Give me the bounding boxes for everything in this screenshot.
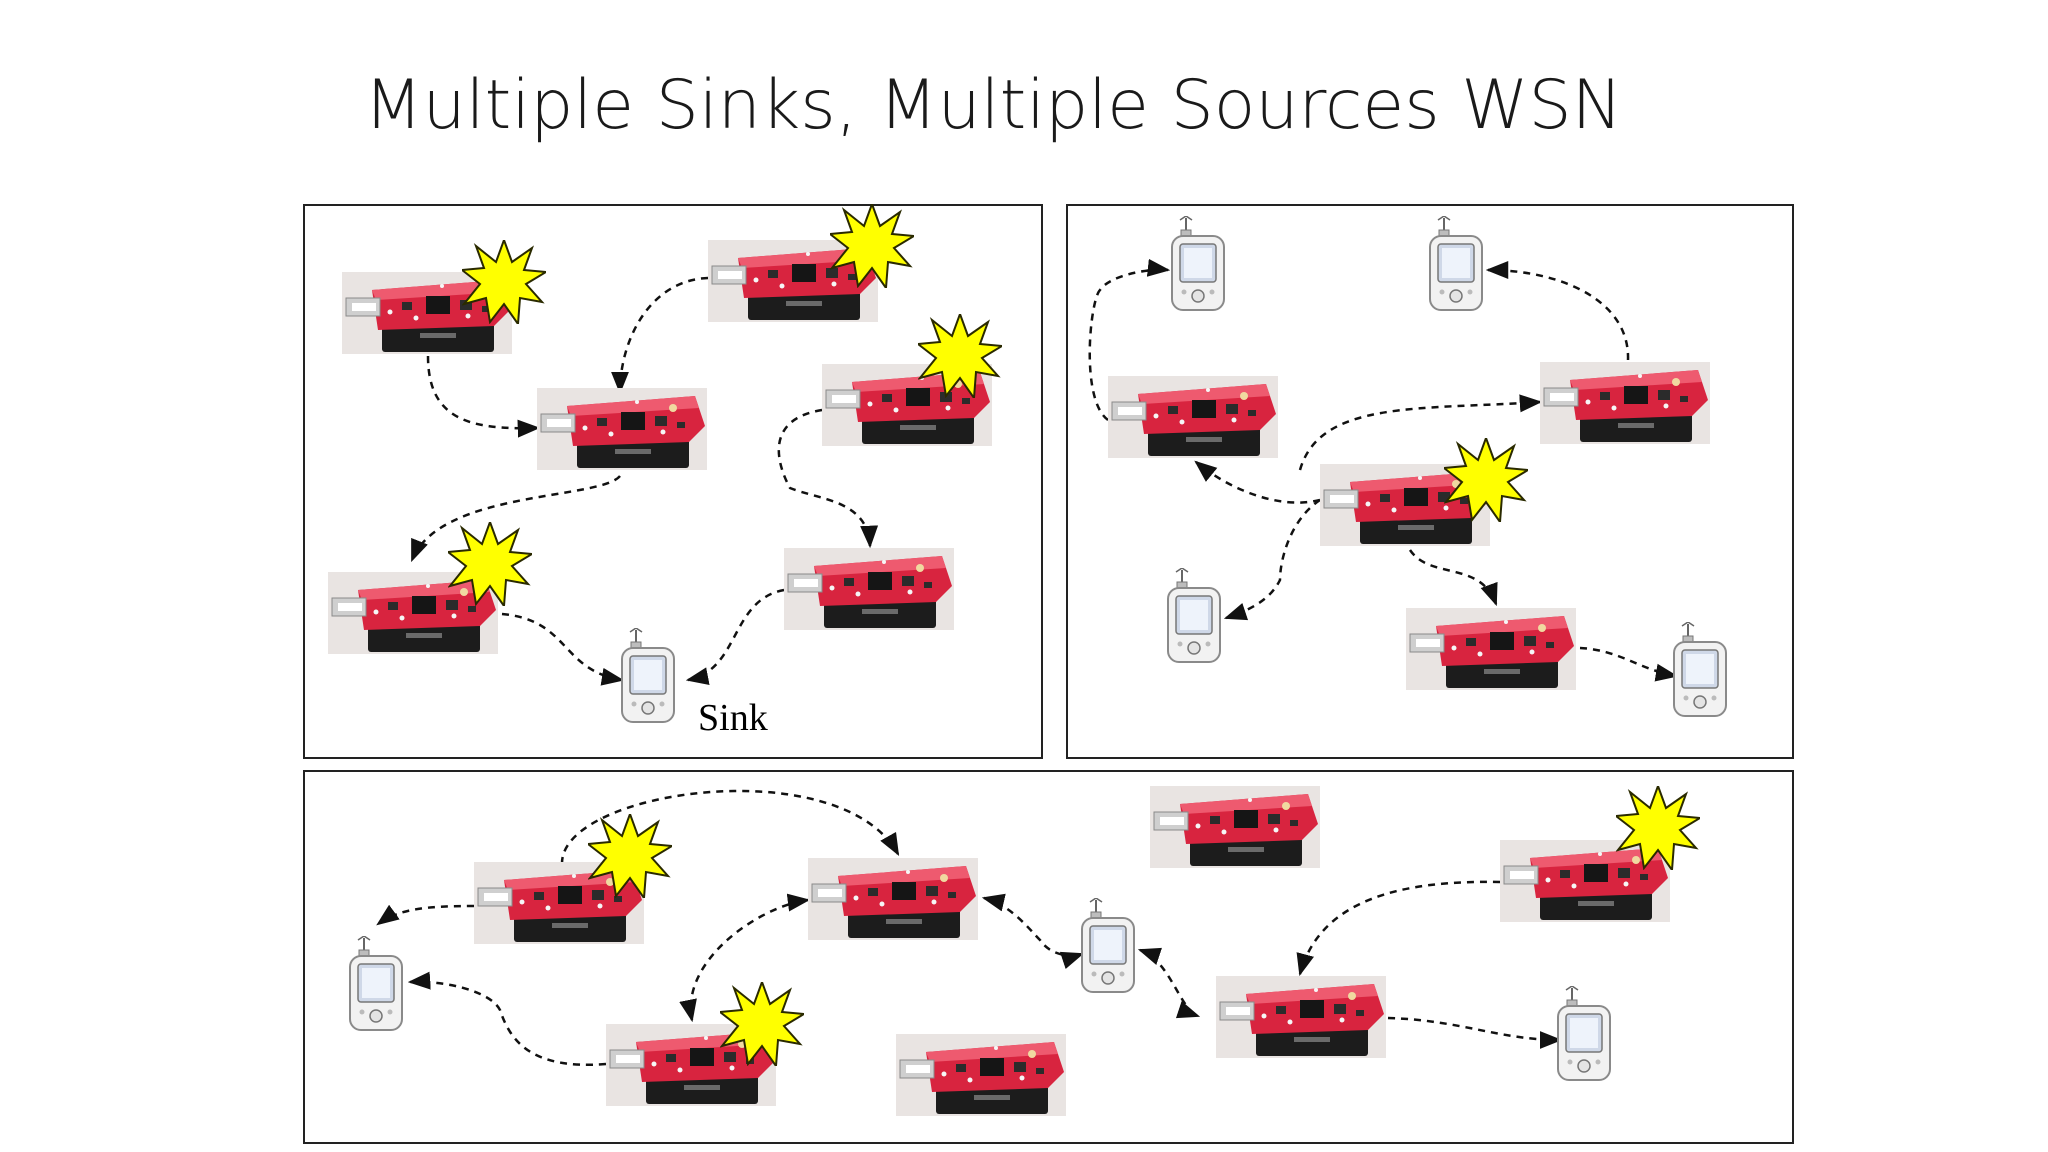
arrow xyxy=(679,893,811,1023)
pda-sink-icon xyxy=(1081,898,1135,993)
sensor-board-icon xyxy=(1406,608,1576,690)
pda-sink-icon xyxy=(1673,622,1727,717)
arrow xyxy=(376,904,475,926)
arrow xyxy=(1088,258,1171,422)
sensor-board-icon xyxy=(896,1034,1066,1116)
arrow xyxy=(1298,394,1543,471)
sensor-board-icon xyxy=(1540,362,1710,444)
arrow xyxy=(501,612,625,686)
pda-sink-icon xyxy=(1171,216,1225,311)
pda-sink-icon xyxy=(621,628,675,723)
arrow xyxy=(611,276,709,395)
arrow xyxy=(1579,646,1679,682)
arrow xyxy=(1296,880,1501,977)
sensor-board-icon xyxy=(784,548,954,630)
panel-top-right xyxy=(1066,204,1794,759)
pda-sink-icon xyxy=(349,936,403,1031)
sensor-board-icon xyxy=(537,388,707,470)
sensor-board-icon xyxy=(1108,376,1278,458)
pda-sink-icon xyxy=(1557,986,1611,1081)
arrow xyxy=(981,893,1085,969)
arrow xyxy=(1408,549,1498,607)
panel-bottom xyxy=(303,770,1794,1144)
arrow xyxy=(1485,261,1630,361)
sensor-board-icon xyxy=(1150,786,1320,868)
pda-sink-icon xyxy=(1167,568,1221,663)
arrow xyxy=(1194,460,1321,504)
arrow xyxy=(407,971,607,1067)
arrow xyxy=(410,475,621,563)
arrow xyxy=(685,588,785,685)
arrow xyxy=(777,408,879,549)
slide-title: Multiple Sinks, Multiple Sources WSN xyxy=(364,66,1623,145)
arrow xyxy=(1137,947,1201,1019)
sensor-board-icon xyxy=(808,858,978,940)
arrow xyxy=(426,355,541,438)
sink-label: Sink xyxy=(698,697,768,739)
arrow xyxy=(1387,1016,1563,1049)
pda-sink-icon xyxy=(1429,216,1483,311)
arrow xyxy=(560,789,900,865)
panel-top-left xyxy=(303,204,1043,759)
sensor-board-icon xyxy=(1216,976,1386,1058)
arrow xyxy=(1223,498,1321,621)
